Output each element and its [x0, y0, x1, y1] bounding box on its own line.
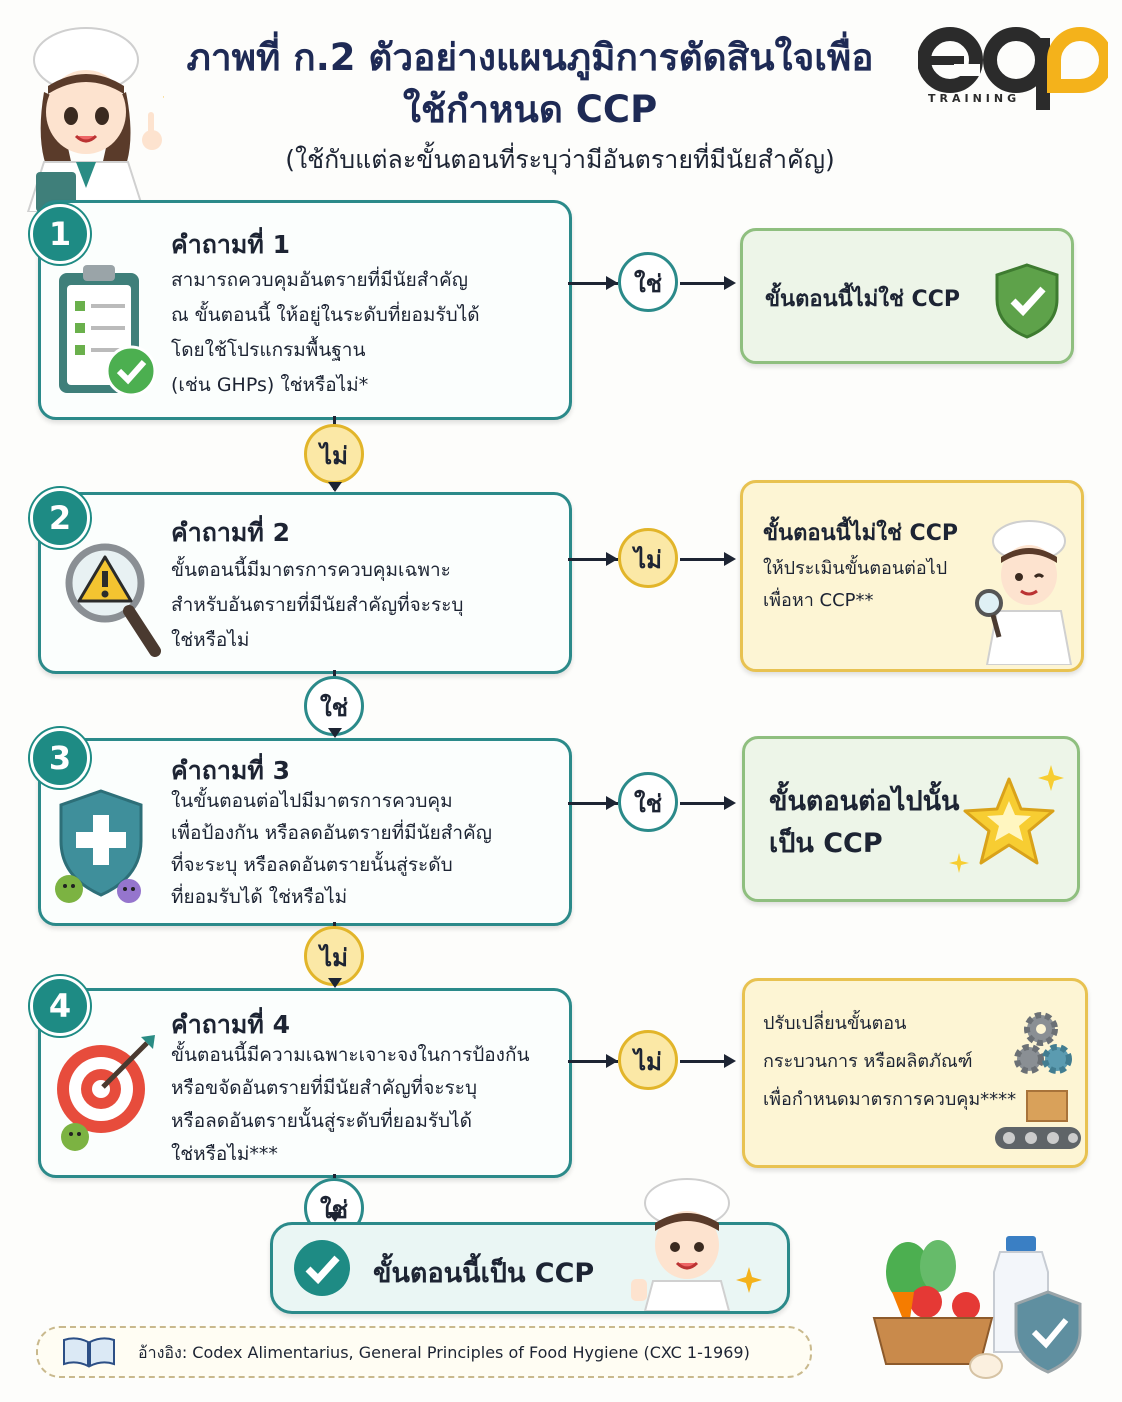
question-2-box: คำถามที่ 2 ขั้นตอนนี้มีมาตรการควบคุมเฉพา…	[38, 492, 572, 674]
question-3-box: คำถามที่ 3 ในขั้นตอนต่อไปมีมาตรการควบคุม…	[38, 738, 572, 926]
page-title-line1: ภาพที่ ก.2 ตัวอย่างแผนภูมิการตัดสินใจเพื…	[186, 36, 874, 79]
answer-bubble-q1-yes: ใช่	[618, 252, 678, 312]
result-1-title: ขั้นตอนนี้ไม่ใช่ CCP	[765, 287, 960, 312]
arrowhead	[724, 796, 736, 810]
gears-conveyor-icon	[995, 1012, 1081, 1149]
scientist-magnifier-icon	[975, 520, 1073, 665]
arrowhead	[328, 978, 342, 988]
question-4-box: คำถามที่ 4 ขั้นตอนนี้มีความเฉพาะเจาะจงใน…	[38, 988, 572, 1178]
answer-bubble-q3-yes: ใช่	[618, 772, 678, 832]
arrowhead	[724, 276, 736, 290]
arrowhead	[606, 276, 618, 290]
question-1-box: คำถามที่ 1 สามารถควบคุมอันตรายที่มีนัยสำ…	[38, 200, 572, 420]
scientist-thumbs-up-icon	[631, 1178, 762, 1311]
page-title-line2: ใช้กำหนด CCP	[402, 88, 658, 131]
question-1-title: คำถามที่ 1	[171, 230, 290, 259]
result-2-box: ขั้นตอนนี้ไม่ใช่ CCP ให้ประเมินขั้นตอนต่…	[740, 480, 1084, 672]
result-2-subtext: ให้ประเมินขั้นตอนต่อไป เพื่อหา CCP**	[763, 558, 948, 611]
shield-plus-icon	[55, 789, 143, 903]
arrowhead	[724, 552, 736, 566]
step-3-badge: 3	[30, 728, 90, 788]
result-4-box: ปรับเปลี่ยนขั้นตอน กระบวนการ หรือผลิตภัณ…	[742, 978, 1088, 1168]
result-3-box: ขั้นตอนต่อไปนั้น เป็น CCP	[742, 736, 1080, 902]
food-basket-shield-icon	[872, 1236, 1082, 1379]
arrow-q1-yes-right	[680, 282, 730, 285]
arrow-q1-yes-left	[568, 282, 618, 285]
arrow-q2-no-left	[568, 558, 618, 561]
arrowhead	[328, 482, 342, 492]
final-ccp-box: ขั้นตอนนี้เป็น CCP	[270, 1178, 790, 1314]
target-icon	[57, 1035, 155, 1151]
arrowhead	[606, 1054, 618, 1068]
answer-bubble-q2-no: ไม่	[618, 528, 678, 588]
book-icon	[63, 1337, 115, 1368]
answer-bubble-q3-no: ไม่	[304, 926, 364, 986]
arrowhead	[328, 1212, 342, 1222]
logo-tagline: TRAINING	[928, 92, 1021, 105]
clipboard-check-icon	[59, 265, 157, 397]
question-2-text: ขั้นตอนนี้มีมาตรการควบคุมเฉพาะ สำหรับอัน…	[171, 559, 464, 651]
arrow-q4-no-right	[680, 1060, 730, 1063]
answer-bubble-q1-no: ไม่	[304, 424, 364, 484]
arrow-q3-yes-right	[680, 802, 730, 805]
result-3-title: ขั้นตอนต่อไปนั้น เป็น CCP	[769, 786, 960, 859]
arrowhead	[606, 552, 618, 566]
arrowhead	[328, 728, 342, 738]
question-1-text: สามารถควบคุมอันตรายที่มีนัยสำคัญ ณ ขั้นต…	[171, 269, 480, 396]
check-circle-icon	[294, 1240, 350, 1296]
result-2-title: ขั้นตอนนี้ไม่ใช่ CCP	[763, 521, 958, 546]
scientist-mascot-icon	[26, 27, 164, 212]
shield-check-icon	[995, 263, 1059, 339]
reference-text: อ้างอิง: Codex Alimentarius, General Pri…	[138, 1343, 750, 1362]
arrowhead	[724, 1054, 736, 1068]
answer-bubble-q4-no: ไม่	[618, 1030, 678, 1090]
step-1-badge: 1	[30, 204, 90, 264]
question-3-title: คำถามที่ 3	[171, 756, 290, 785]
arrow-q2-no-right	[680, 558, 730, 561]
question-4-title: คำถามที่ 4	[171, 1010, 290, 1039]
answer-bubble-q2-yes: ใช่	[304, 676, 364, 736]
magnifier-warning-icon	[65, 543, 161, 657]
reference-box: อ้างอิง: Codex Alimentarius, General Pri…	[36, 1326, 812, 1378]
arrow-q4-no-left	[568, 1060, 618, 1063]
eqa-logo: TRAINING	[917, 16, 1113, 112]
eqa-logo-icon	[917, 27, 1113, 110]
step-2-badge: 2	[30, 488, 90, 548]
star-icon	[949, 765, 1064, 873]
question-4-text: ขั้นตอนนี้มีความเฉพาะเจาะจงในการป้องกัน …	[171, 1044, 530, 1165]
arrowhead	[606, 796, 618, 810]
final-label: ขั้นตอนนี้เป็น CCP	[373, 1258, 595, 1289]
question-3-text: ในขั้นตอนต่อไปมีมาตรการควบคุม เพื่อป้องก…	[171, 790, 492, 908]
page-subtitle: (ใช้กับแต่ละขั้นตอนที่ระบุว่ามีอันตรายที…	[285, 145, 835, 174]
result-4-subtext: ปรับเปลี่ยนขั้นตอน กระบวนการ หรือผลิตภัณ…	[763, 1013, 1017, 1110]
result-1-box: ขั้นตอนนี้ไม่ใช่ CCP	[740, 228, 1074, 364]
arrow-q3-yes-left	[568, 802, 618, 805]
step-4-badge: 4	[30, 976, 90, 1036]
question-2-title: คำถามที่ 2	[171, 518, 290, 547]
